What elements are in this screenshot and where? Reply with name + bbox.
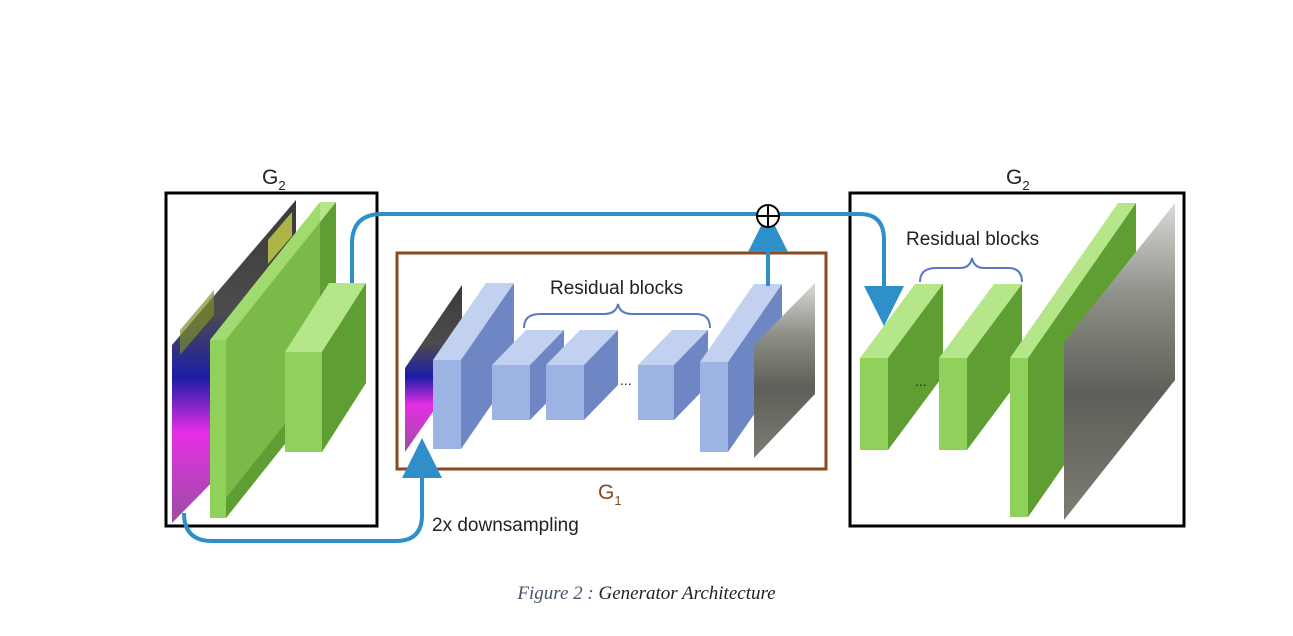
left-g2-box: G2 <box>164 166 379 528</box>
downsampling-arrow <box>182 438 442 543</box>
g1-first-conv-layer <box>433 283 514 449</box>
figure-caption-text: Generator Architecture <box>593 583 776 604</box>
g1-ellipsis: ... <box>620 372 632 388</box>
g2-residual-blocks-label: Residual blocks <box>906 229 1039 250</box>
sum-node <box>756 204 780 228</box>
figure-caption: Figure 2 : Generator Architecture <box>0 583 1293 605</box>
downsampling-label: 2x downsampling <box>432 515 579 536</box>
g2-right-residual-block-2 <box>939 284 1022 450</box>
g2-residual-brace <box>919 257 1023 283</box>
g2-left-small-block <box>285 283 366 452</box>
g1-residual-block-2 <box>546 330 618 420</box>
g1-residual-block-3 <box>638 330 708 420</box>
g1-residual-block-1 <box>492 330 564 420</box>
g1-residual-brace <box>523 303 711 329</box>
g1-residual-blocks-label: Residual blocks <box>550 278 683 299</box>
skip-connection-arrow <box>350 212 904 326</box>
g2-right-residual-block-1 <box>860 284 943 450</box>
right-g2-box: G2 ... Residual blocks <box>848 166 1186 528</box>
middle-g1-box: G1 ... <box>395 251 828 508</box>
right-g2-label: G2 <box>1006 166 1030 193</box>
g2-ellipsis: ... <box>915 373 927 389</box>
g1-output-street-image <box>754 283 815 458</box>
g1-label: G1 <box>598 481 622 508</box>
g2-output-street-image <box>1064 203 1175 520</box>
g2-left-large-layer <box>210 202 336 518</box>
figure-number: Figure 2 : <box>517 583 594 604</box>
left-g2-label: G2 <box>262 166 286 193</box>
